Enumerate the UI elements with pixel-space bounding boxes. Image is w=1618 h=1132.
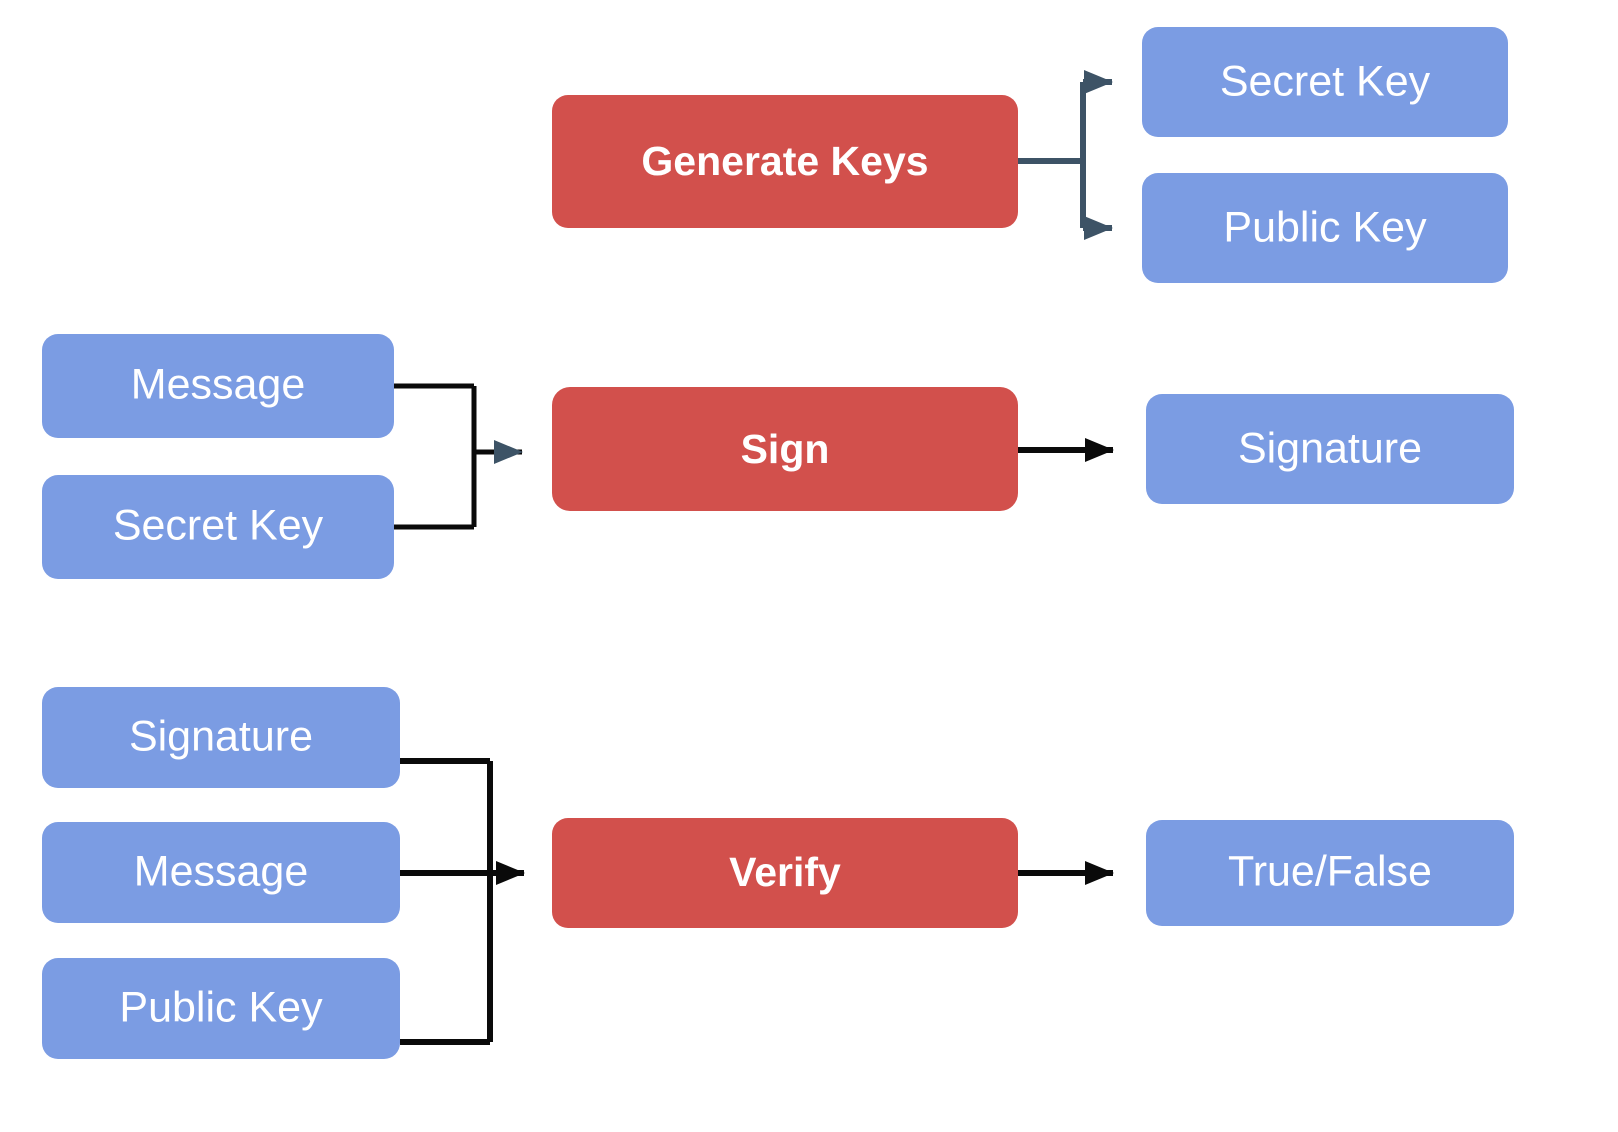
node-public-key-verify-input-label: Public Key — [119, 983, 323, 1031]
connector-generatekeys-outputs — [1018, 70, 1113, 240]
node-secret-key-output[interactable]: Secret Key — [1142, 27, 1508, 137]
node-verify-label: Verify — [729, 849, 841, 895]
node-signature-verify-input-label: Signature — [129, 712, 313, 760]
connector-sign-inputs — [394, 383, 523, 530]
node-public-key-output-label: Public Key — [1223, 203, 1427, 251]
node-message-sign-input[interactable]: Message — [42, 334, 394, 438]
node-sign-label: Sign — [741, 426, 830, 472]
node-signature-verify-input[interactable]: Signature — [42, 687, 400, 788]
node-true-false-output-label: True/False — [1228, 847, 1432, 895]
node-message-sign-input-label: Message — [131, 360, 305, 408]
section-verify: Signature Message Public Key Verify True… — [42, 687, 1514, 1059]
node-generate-keys-label: Generate Keys — [641, 138, 928, 184]
node-public-key-output[interactable]: Public Key — [1142, 173, 1508, 283]
node-public-key-verify-input[interactable]: Public Key — [42, 958, 400, 1059]
node-message-verify-input[interactable]: Message — [42, 822, 400, 923]
node-signature-output-label: Signature — [1238, 424, 1422, 472]
node-verify[interactable]: Verify — [552, 818, 1018, 928]
node-true-false-output[interactable]: True/False — [1146, 820, 1514, 926]
node-secret-key-sign-input-label: Secret Key — [113, 501, 324, 549]
node-secret-key-output-label: Secret Key — [1220, 57, 1431, 105]
node-message-verify-input-label: Message — [134, 847, 308, 895]
section-keygen: Generate Keys Secret Key Public Key — [552, 27, 1508, 283]
node-secret-key-sign-input[interactable]: Secret Key — [42, 475, 394, 579]
node-generate-keys[interactable]: Generate Keys — [552, 95, 1018, 228]
section-sign: Message Secret Key Sign Signature — [42, 334, 1514, 579]
node-signature-output[interactable]: Signature — [1146, 394, 1514, 504]
connector-verify-inputs — [400, 758, 525, 1045]
node-sign[interactable]: Sign — [552, 387, 1018, 511]
